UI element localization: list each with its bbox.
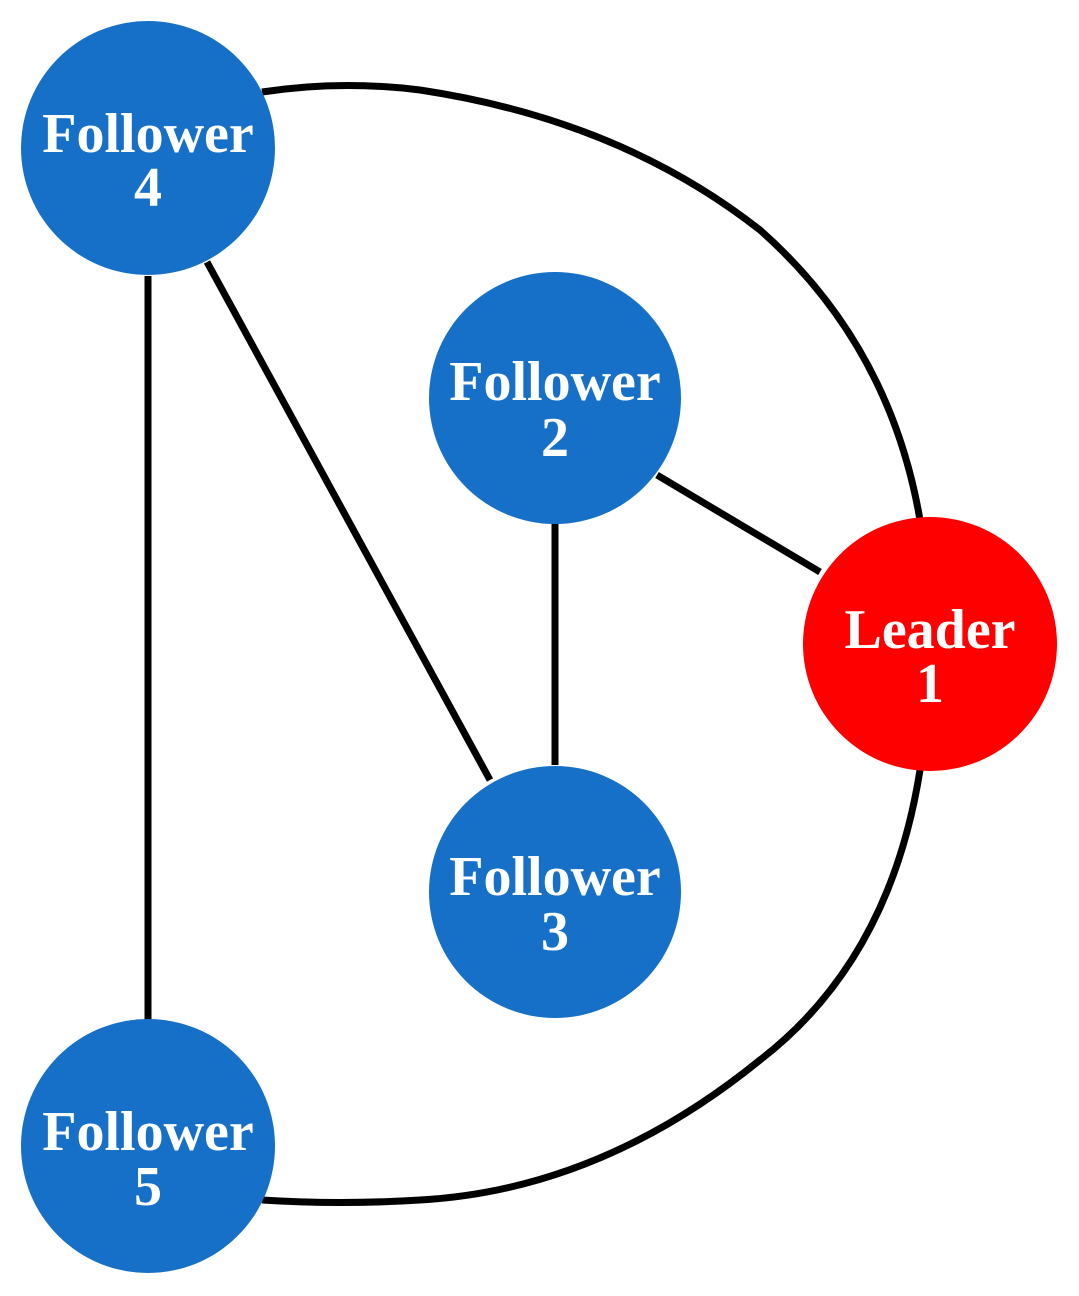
node-label-line1: Follower	[42, 1101, 253, 1163]
node-circle	[429, 272, 681, 524]
node-follower-4: Follower 4	[21, 21, 275, 275]
edge-follower5-leader1	[261, 769, 924, 1206]
node-circle	[21, 21, 275, 275]
edge-follower4-leader1	[261, 81, 924, 521]
node-label-line1: Leader	[844, 599, 1015, 661]
node-circle	[803, 517, 1057, 771]
node-circle	[429, 766, 681, 1018]
node-label-line1: Follower	[42, 103, 253, 165]
node-label-line2: 2	[541, 407, 569, 469]
edge-follower2-leader1	[655, 471, 822, 576]
node-follower-2: Follower 2	[429, 272, 681, 524]
node-label-line1: Follower	[449, 351, 660, 413]
edges	[144, 81, 924, 1206]
node-follower-3: Follower 3	[429, 766, 681, 1018]
node-label-line1: Follower	[449, 846, 660, 908]
node-circle	[21, 1019, 275, 1273]
node-label-line2: 4	[134, 157, 162, 219]
node-label-line2: 5	[134, 1156, 162, 1218]
node-label-line2: 3	[541, 901, 569, 963]
node-follower-5: Follower 5	[21, 1019, 275, 1273]
node-label-line2: 1	[916, 653, 944, 715]
edge-follower4-follower3	[203, 260, 494, 782]
node-leader-1: Leader 1	[803, 517, 1057, 771]
